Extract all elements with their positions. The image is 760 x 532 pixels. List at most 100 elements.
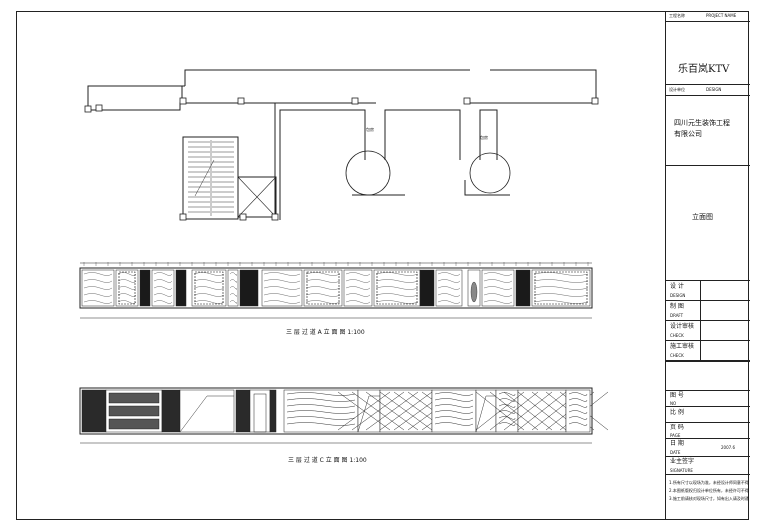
wall-panel (115, 269, 139, 307)
marble-vein (305, 272, 341, 276)
marble-vein (375, 286, 419, 290)
sign-row: 施工审核 CHECK (666, 341, 750, 361)
owner-label: 业主签字 (670, 458, 695, 465)
info-row: 业主签字 SIGNATURE (666, 457, 750, 475)
marble-vein (83, 272, 113, 276)
wall-panel (435, 269, 463, 307)
marble-vein (305, 286, 341, 290)
marble-vein (117, 279, 137, 283)
sign-row-label: 设计审核 (670, 323, 695, 330)
wall-panel (227, 269, 239, 307)
diagonal-line (179, 395, 234, 433)
marble-vein (498, 410, 516, 414)
elevation-c-panels (79, 387, 609, 435)
marble-vein (437, 293, 461, 297)
stair-arrow (194, 159, 215, 197)
marble-vein (286, 404, 356, 408)
marble-vein (345, 293, 371, 297)
marble-vein (83, 279, 113, 283)
marble-vein (483, 300, 513, 304)
marble-vein (83, 286, 113, 290)
lattice-line (351, 391, 405, 431)
marble-vein (437, 286, 461, 290)
project-name: 乐百岚KTV (678, 64, 730, 75)
info-row: 比 例 (666, 407, 750, 423)
elevation-c-caption: 三 层 过 道 C 立 面 图 1:100 (288, 457, 367, 464)
marble-vein (533, 300, 589, 304)
project-name-header: 工程名称 PROJECT NAME (666, 11, 750, 22)
sign-row: 设计审核 CHECK (666, 321, 750, 341)
wall-panel (249, 389, 271, 433)
marble-vein (193, 272, 225, 276)
column (239, 213, 247, 221)
marble-vein (229, 279, 237, 283)
wall-panel (175, 269, 187, 307)
wall-panel (81, 389, 107, 433)
note-line: 2.本图纸版权归设计单位所有，未经许可不得复制。 (669, 488, 749, 493)
panel-inset (376, 271, 418, 305)
sign-row-en: DRAFT (670, 313, 684, 318)
marble-vein (533, 279, 589, 283)
column (351, 97, 359, 105)
marble-vein (533, 272, 589, 276)
column (95, 104, 103, 112)
marble-vein (483, 286, 513, 290)
marble-vein (153, 286, 173, 290)
marble-vein (345, 272, 371, 276)
marble-vein (263, 293, 301, 297)
elevation-frame (79, 387, 593, 435)
drawing-name-box: 立面图 (666, 166, 750, 281)
marble-vein (345, 300, 371, 304)
marble-vein (153, 300, 173, 304)
wall-panel (419, 269, 435, 307)
wall-panel (179, 389, 235, 433)
drawing-name: 立面图 (692, 213, 713, 221)
notes: 1.所有尺寸以现场为准，未经设计师同意不得擅自更改。 2.本图纸版权归设计单位所… (669, 479, 749, 517)
column (179, 213, 187, 221)
shelf-block (108, 392, 160, 404)
sign-row-en: DESIGN (670, 293, 686, 298)
marble-vein (229, 300, 237, 304)
room-label: 包房 (480, 135, 488, 140)
sign-row-label: 制 图 (670, 303, 684, 310)
marble-vein (498, 422, 516, 426)
drawing-frame (16, 11, 749, 520)
marble-vein (263, 300, 301, 304)
marble-vein (305, 300, 341, 304)
marble-vein (434, 404, 474, 408)
wall-panel (235, 389, 251, 433)
info-row: 页 码 PAGE (666, 423, 750, 439)
wall-panel (81, 269, 115, 307)
page-en: PAGE (670, 433, 681, 438)
elevation-c (79, 387, 609, 444)
marble-vein (483, 272, 513, 276)
marble-vein (434, 410, 474, 414)
lattice-line (517, 391, 567, 431)
marble-vein (434, 392, 474, 396)
blank-box (666, 361, 750, 391)
marble-vein (568, 392, 588, 396)
sign-row-en: CHECK (670, 333, 684, 338)
marble-vein (193, 286, 225, 290)
marble-vein (345, 279, 371, 283)
marble-vein (193, 279, 225, 283)
marble-vein (286, 416, 356, 420)
marble-vein (305, 279, 341, 283)
shelf-block (108, 418, 160, 430)
marble-vein (434, 398, 474, 402)
wall-panel (343, 269, 373, 307)
wall-panel (269, 389, 277, 433)
marble-vein (568, 404, 588, 408)
sign-row-label: 设 计 (670, 283, 684, 290)
marble-vein (117, 300, 137, 304)
lattice-line (489, 391, 539, 431)
marble-vein (263, 272, 301, 276)
project-name-box: 乐百岚KTV (666, 22, 750, 85)
wall-panel (261, 269, 303, 307)
marble-vein (229, 272, 237, 276)
panel-inset (306, 271, 340, 305)
marble-vein (568, 398, 588, 402)
lattice-line (503, 391, 553, 431)
stair-treads (188, 140, 234, 216)
